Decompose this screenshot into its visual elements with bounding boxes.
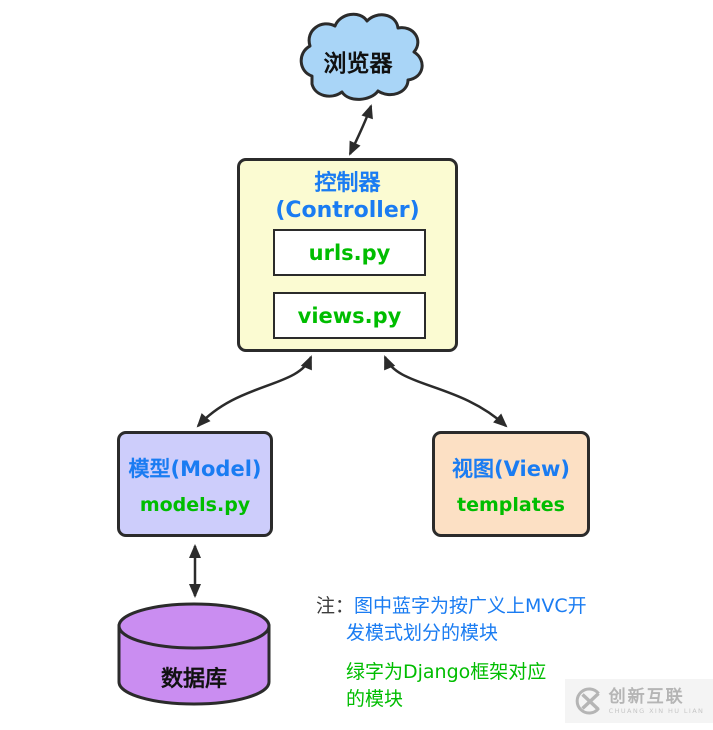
note-blue-text-1: 图中蓝字为按广义上MVC开 <box>354 595 587 617</box>
watermark: 创新互联 CHUANG XIN HU LIAN <box>565 679 713 723</box>
model-node: 模型(Model) models.py <box>117 431 273 537</box>
arrow-browser-controller <box>348 104 373 156</box>
controller-title-en: (Controller) <box>275 198 420 223</box>
watermark-subtitle: CHUANG XIN HU LIAN <box>608 706 705 715</box>
note-blue-text-2: 发模式划分的模块 <box>346 622 499 644</box>
note-green-text-2: 的模块 <box>346 688 404 710</box>
urls-module-box: urls.py <box>273 229 426 276</box>
arrow-controller-model <box>196 355 313 428</box>
database-cylinder-top <box>117 602 271 650</box>
controller-title-cn: 控制器 <box>314 171 381 196</box>
browser-cloud-shape <box>299 12 424 101</box>
urls-module-label: urls.py <box>308 240 391 265</box>
note-green-text-1: 绿字为Django框架对应 <box>346 661 547 683</box>
note-line-1: 注：图中蓝字为按广义上MVC开 <box>316 593 587 620</box>
view-module-label: templates <box>457 494 565 516</box>
database-node-label: 数据库 <box>160 667 227 692</box>
browser-node-label: 浏览器 <box>323 51 393 77</box>
views-module-label: views.py <box>297 303 402 328</box>
view-title: 视图(View) <box>452 457 570 481</box>
controller-node: 控制器 (Controller) urls.py views.py <box>237 158 458 352</box>
arrow-controller-view <box>383 355 508 428</box>
view-node: 视图(View) templates <box>432 431 590 537</box>
note-prefix: 注： <box>316 595 355 617</box>
watermark-logo-icon <box>575 687 600 715</box>
legend-note: 注：图中蓝字为按广义上MVC开 发模式划分的模块 绿字为Django框架对应 的… <box>316 593 587 713</box>
model-title: 模型(Model) <box>128 457 262 481</box>
watermark-name: 创新互联 <box>608 686 685 707</box>
watermark-text: 创新互联 CHUANG XIN HU LIAN <box>609 688 705 715</box>
model-module-label: models.py <box>139 494 251 516</box>
views-module-box: views.py <box>273 292 426 339</box>
